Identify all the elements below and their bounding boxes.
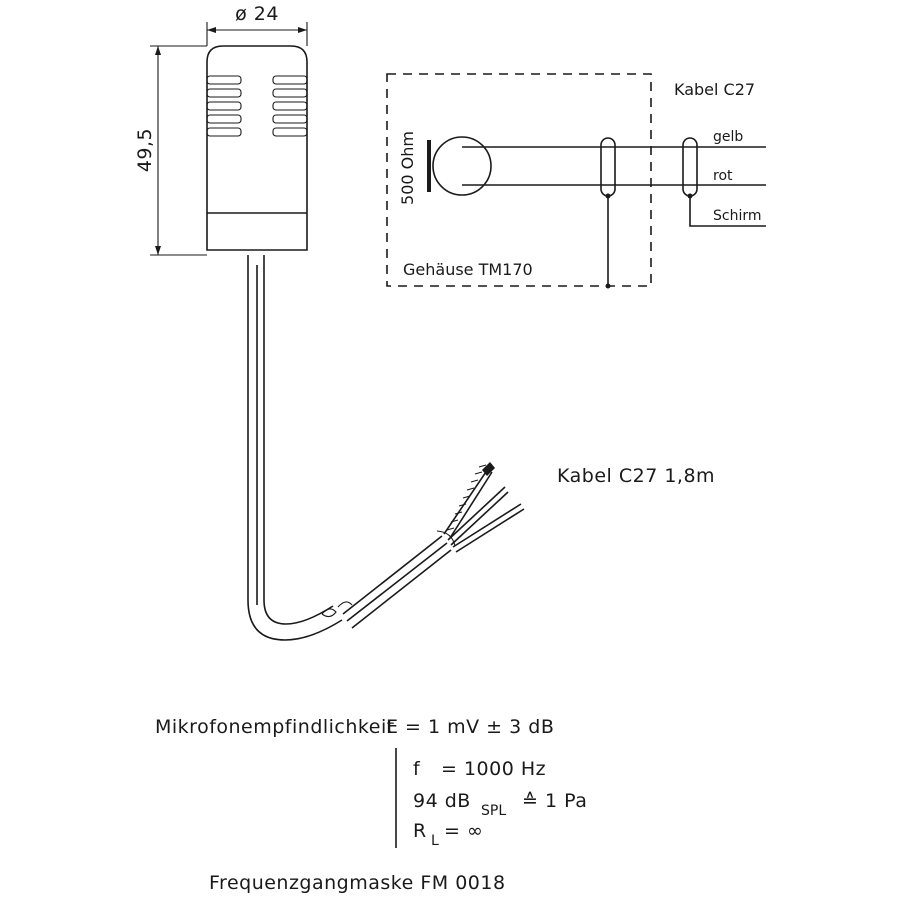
microphone-housing bbox=[206, 45, 308, 251]
wire-label-gelb: gelb bbox=[713, 129, 743, 145]
diameter-label: ø 24 bbox=[235, 3, 279, 25]
resistance-label: 500 Ohm bbox=[398, 131, 417, 205]
housing-label: Gehäuse TM170 bbox=[403, 260, 533, 279]
vent-slots-left bbox=[206, 75, 242, 137]
vent-slots-right bbox=[272, 75, 308, 137]
height-label: 49,5 bbox=[134, 128, 156, 172]
spl-value: 94 dB bbox=[413, 790, 471, 812]
height-dimension: 49,5 bbox=[134, 45, 207, 256]
cable-spec: Kabel C27 1,8m bbox=[557, 465, 715, 487]
load-symbol: R bbox=[413, 820, 427, 842]
sensitivity-formula: E = 1 mV ± 3 dB bbox=[386, 716, 554, 738]
diameter-dimension: ø 24 bbox=[206, 3, 308, 46]
spl-subscript: SPL bbox=[481, 803, 506, 819]
schematic-cable-label: Kabel C27 bbox=[674, 80, 755, 99]
schematic: Kabel C27 500 Ohm Gehäuse TM170 gelb rot… bbox=[386, 73, 766, 289]
cable bbox=[247, 255, 525, 641]
wire-label-schirm: Schirm bbox=[713, 208, 762, 224]
spl-equivalent: ≙ 1 Pa bbox=[522, 790, 587, 812]
frequency-value: = 1000 Hz bbox=[441, 758, 546, 780]
sensitivity-label: Mikrofonempfindlichkeit bbox=[155, 716, 395, 738]
wire-label-rot: rot bbox=[713, 168, 733, 184]
load-value: = ∞ bbox=[444, 820, 483, 842]
frequency-symbol: f bbox=[413, 758, 421, 780]
load-subscript: L bbox=[431, 833, 439, 849]
frequency-mask: Frequenzgangmaske FM 0018 bbox=[209, 872, 506, 894]
specifications: Mikrofonempfindlichkeit E = 1 mV ± 3 dB … bbox=[155, 716, 587, 894]
